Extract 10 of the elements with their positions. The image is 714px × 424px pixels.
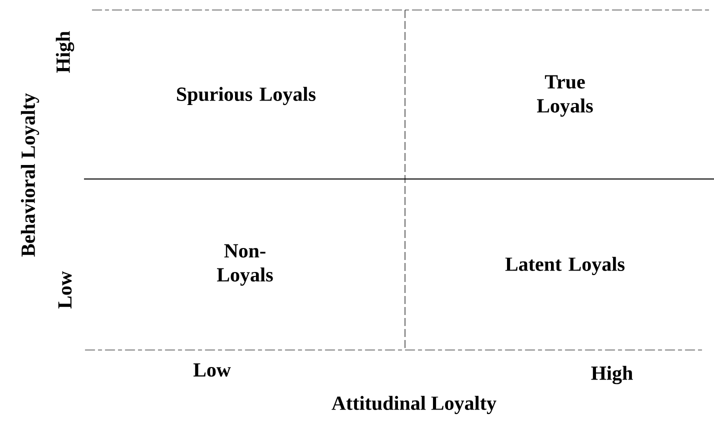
axis-level: High	[591, 366, 633, 384]
axis-title: Attitudinal Loyalty	[332, 396, 496, 414]
axis-level: Low	[58, 271, 72, 309]
axis-level: Low	[193, 363, 231, 377]
quadrant-label: True Loyals	[537, 75, 593, 117]
axis-level: High	[56, 31, 74, 73]
quadrant-label: Spurious Loyals	[177, 86, 316, 106]
axis-title: Behavioral Loyalty	[20, 93, 40, 257]
quadrant-label: Latent Loyals	[505, 256, 625, 276]
quadrant-label: Non-Loyals	[217, 244, 273, 286]
